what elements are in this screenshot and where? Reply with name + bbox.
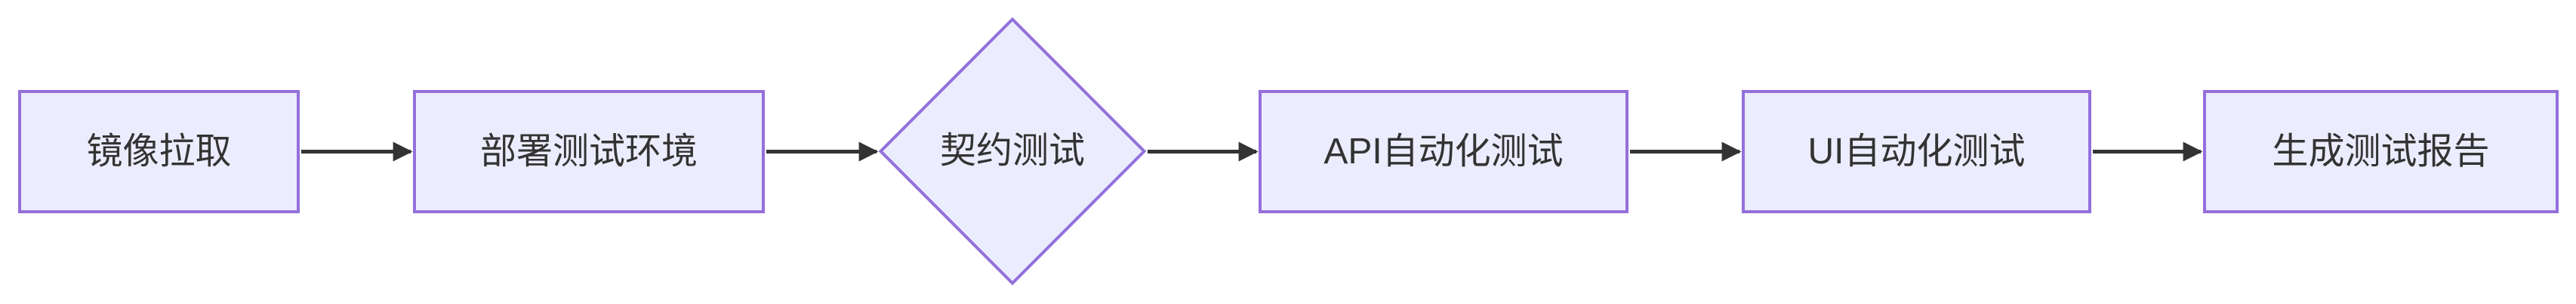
node-deploy-test-env: 部署测试环境 [413, 90, 765, 213]
node-contract-test-decision: 契约测试 [879, 17, 1146, 285]
diamond-shape [879, 17, 1146, 285]
node-generate-test-report: 生成测试报告 [2203, 90, 2559, 213]
node-deploy-test-env-label: 部署测试环境 [479, 131, 698, 172]
node-image-pull-label: 镜像拉取 [86, 131, 232, 172]
node-generate-test-report-label: 生成测试报告 [2272, 131, 2490, 172]
node-contract-test-label: 契约测试 [939, 131, 1085, 172]
node-api-automation-test: API自动化测试 [1259, 90, 1628, 213]
node-ui-automation-test: UI自动化测试 [1742, 90, 2091, 213]
node-api-automation-test-label: API自动化测试 [1323, 131, 1564, 172]
node-image-pull: 镜像拉取 [18, 90, 300, 213]
node-ui-automation-test-label: UI自动化测试 [1807, 131, 2026, 172]
